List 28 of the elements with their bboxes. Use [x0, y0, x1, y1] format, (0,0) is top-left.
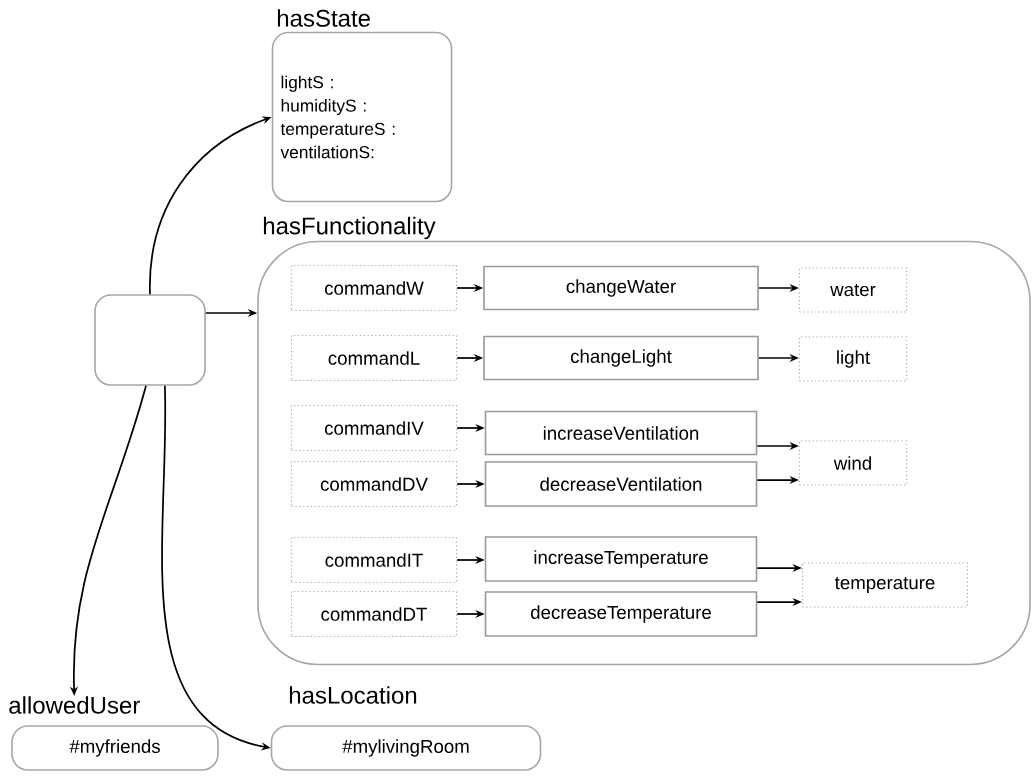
dotted-box: water: [798, 267, 908, 313]
dotted-box: temperature: [801, 562, 969, 608]
rounded-box: #myfriends: [11, 725, 219, 771]
dotted-box: commandDT: [290, 590, 458, 638]
dotted-box: light: [798, 336, 908, 382]
dotted-box: commandDV: [290, 460, 458, 508]
rounded-box: [94, 294, 206, 386]
process-box: changeLight: [483, 335, 759, 381]
process-box: increaseTemperature: [484, 536, 758, 582]
node-label: ventilationS:: [280, 145, 374, 159]
process-box: changeWater: [483, 265, 759, 311]
heading: hasLocation: [289, 686, 417, 704]
process-box: decreaseTemperature: [484, 591, 758, 637]
dotted-box: wind: [798, 440, 908, 486]
rounded-box: lightS : humidityS : temperatureS : ventilationS:: [271, 31, 453, 203]
process-box: decreaseVentilation: [484, 461, 758, 507]
node-label: temperatureS :: [280, 122, 395, 139]
dotted-box: commandIV: [290, 404, 458, 452]
heading: hasState: [277, 9, 370, 27]
process-box: increaseVentilation: [484, 410, 758, 456]
node-label: humidityS :: [281, 98, 366, 116]
rounded-box: #mylivingRoom: [270, 725, 542, 771]
dotted-box: commandL: [290, 334, 458, 382]
heading: allowedUser: [9, 696, 140, 714]
dotted-box: commandIT: [290, 536, 458, 584]
heading: hasFunctionality: [263, 216, 436, 240]
dotted-box: commandW: [290, 264, 458, 312]
node-label: lightS :: [281, 75, 333, 92]
